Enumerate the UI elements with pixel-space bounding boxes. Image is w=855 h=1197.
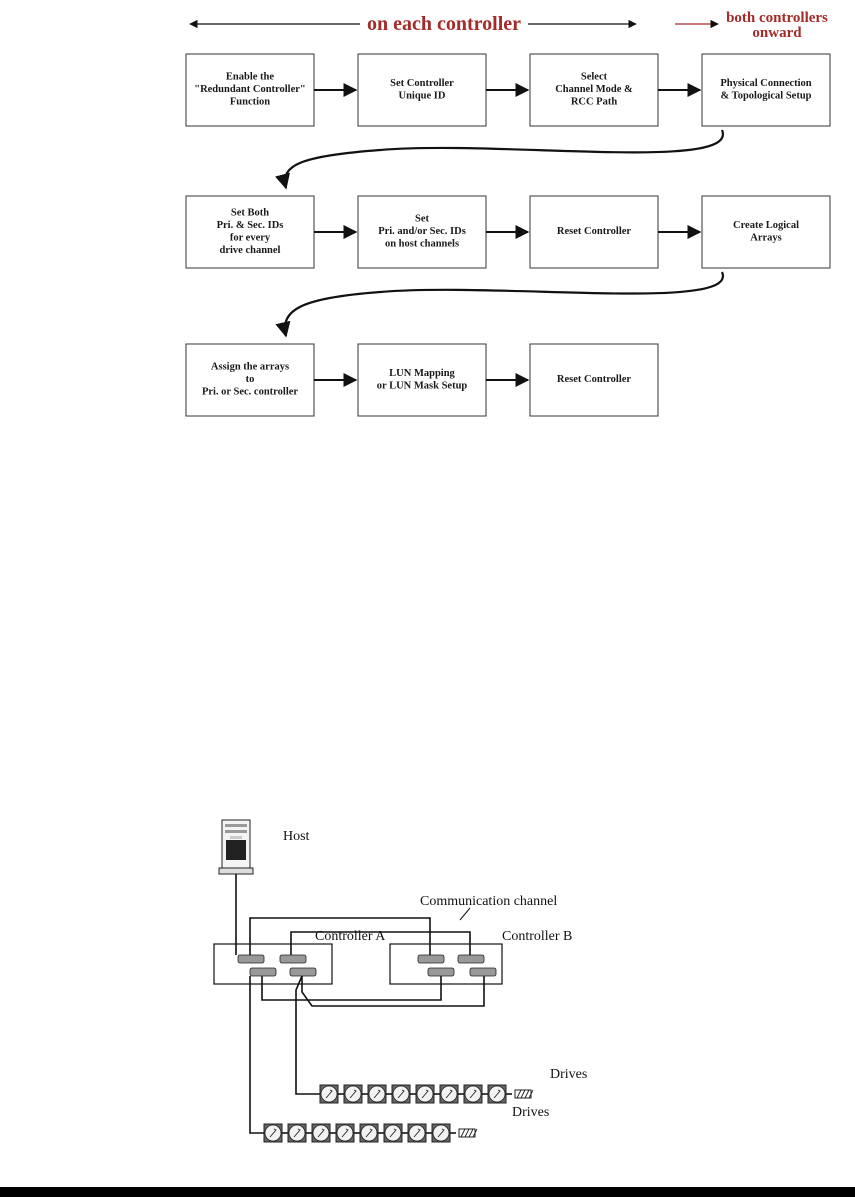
host-computer-icon bbox=[218, 819, 254, 875]
flow-step-box bbox=[529, 195, 659, 269]
flow-step-text: to bbox=[246, 374, 255, 385]
host-label: Host bbox=[283, 829, 310, 844]
row2-to-row3-connector bbox=[275, 271, 724, 338]
hard-drive-icon bbox=[487, 1084, 507, 1104]
flow-step-text: Reset Controller bbox=[557, 226, 631, 237]
flow-step-text: Set bbox=[415, 214, 430, 225]
flow-step-box bbox=[701, 195, 831, 269]
flow-step-box bbox=[701, 53, 831, 127]
flow-step-text: Pri. or Sec. controller bbox=[202, 387, 298, 398]
header-onward: onward bbox=[752, 25, 802, 41]
flow-step-text: Channel Mode & bbox=[555, 84, 633, 95]
controller-b bbox=[389, 943, 503, 985]
row1-to-row2-connector bbox=[275, 129, 724, 190]
communication-channel-label: Communication channel bbox=[420, 894, 557, 909]
flow-step-text: Reset Controller bbox=[557, 374, 631, 385]
hard-drive-icon bbox=[431, 1123, 451, 1143]
cb-port-4 bbox=[469, 967, 497, 977]
hard-drive-icon bbox=[415, 1084, 435, 1104]
flow-step-box bbox=[357, 195, 487, 269]
cabling bbox=[235, 874, 485, 1134]
hard-drive-icon bbox=[287, 1123, 307, 1143]
redundant-topology-diagram: Host Communication channel Controller A … bbox=[213, 819, 587, 1143]
flow-step-text: Arrays bbox=[750, 232, 782, 243]
flow-step-text: LUN Mapping bbox=[389, 368, 455, 379]
upper-drive-chain bbox=[319, 1084, 534, 1104]
flow-step-box bbox=[185, 343, 315, 417]
hard-drive-icon bbox=[263, 1123, 283, 1143]
hard-drive-icon bbox=[407, 1123, 427, 1143]
flow-step-text: on host channels bbox=[385, 239, 459, 250]
flow-step-text: Unique ID bbox=[399, 90, 446, 101]
page-bottom-bar bbox=[0, 1187, 855, 1197]
controller-a bbox=[213, 943, 333, 985]
drives-lower-label: Drives bbox=[512, 1105, 549, 1120]
hard-drive-icon bbox=[391, 1084, 411, 1104]
ca-port-4 bbox=[289, 967, 317, 977]
flow-step-box bbox=[185, 195, 315, 269]
flow-step-text: or LUN Mask Setup bbox=[377, 380, 468, 391]
hard-drive-icon bbox=[343, 1084, 363, 1104]
flow-step-text: Function bbox=[230, 97, 270, 108]
flow-step-box bbox=[529, 343, 659, 417]
ca-port-3 bbox=[249, 967, 277, 977]
lower-drive-chain bbox=[263, 1123, 478, 1143]
flow-step-box bbox=[357, 53, 487, 127]
flow-step-box bbox=[357, 343, 487, 417]
hard-drive-icon bbox=[367, 1084, 387, 1104]
header-both-controllers: both controllers bbox=[726, 10, 828, 26]
flow-step-text: & Topological Setup bbox=[720, 90, 811, 101]
header-on-each-controller: on each controller bbox=[367, 13, 521, 35]
flow-step-text: RCC Path bbox=[571, 97, 618, 108]
hard-drive-icon bbox=[383, 1123, 403, 1143]
flow-step-text: Enable the bbox=[226, 72, 274, 83]
flow-step-text: for every bbox=[230, 232, 271, 243]
flow-step-text: Set Controller bbox=[390, 78, 454, 89]
ca-port-2 bbox=[279, 954, 307, 964]
flow-step-box bbox=[529, 53, 659, 127]
ca-port-1 bbox=[237, 954, 265, 964]
flow-step-text: Set Both bbox=[231, 207, 269, 218]
hard-drive-icon bbox=[335, 1123, 355, 1143]
hard-drive-icon bbox=[359, 1123, 379, 1143]
flow-step-text: Assign the arrays bbox=[211, 362, 289, 373]
comm-pointer bbox=[459, 907, 471, 921]
flow-step-text: "Redundant Controller" bbox=[194, 84, 306, 95]
controller-b-label: Controller B bbox=[502, 929, 572, 944]
flow-step-text: Create Logical bbox=[733, 220, 799, 231]
setup-flowchart: on each controller both controllers onwa… bbox=[185, 10, 831, 417]
hard-drive-icon bbox=[311, 1123, 331, 1143]
flow-step-text: Select bbox=[581, 72, 608, 83]
drives-upper-label: Drives bbox=[550, 1067, 587, 1082]
hard-drive-icon bbox=[463, 1084, 483, 1104]
flow-step-text: drive channel bbox=[220, 245, 281, 256]
flow-step-box bbox=[185, 53, 315, 127]
cb-port-1 bbox=[417, 954, 445, 964]
cb-port-2 bbox=[457, 954, 485, 964]
hard-drive-icon bbox=[319, 1084, 339, 1104]
cb-port-3 bbox=[427, 967, 455, 977]
flow-step-text: Physical Connection bbox=[720, 78, 811, 89]
flow-step-text: Pri. and/or Sec. IDs bbox=[378, 226, 466, 237]
hard-drive-icon bbox=[439, 1084, 459, 1104]
flow-step-text: Pri. & Sec. IDs bbox=[217, 220, 284, 231]
